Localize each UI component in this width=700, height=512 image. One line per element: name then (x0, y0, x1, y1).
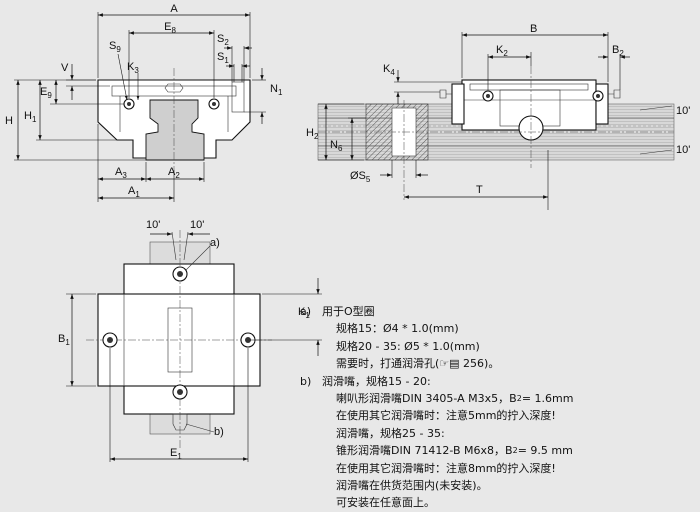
top-view: 10' 10' a) b) K1 B1 E1 (58, 219, 322, 462)
dim-V: V (61, 62, 69, 74)
dim-A2: A2 (168, 166, 180, 180)
note-a-marker: a) (300, 305, 312, 318)
note-a-line2: 规格15：Ø4 * 1.0(mm) (336, 322, 459, 336)
angle-10-lower-right: 10' (676, 144, 690, 156)
dim-T: T (476, 184, 483, 196)
footnotes: a) 用于O型圈 规格15：Ø4 * 1.0(mm) 规格20 - 35: Ø5… (300, 303, 690, 512)
dim-S5: ØS5 (350, 170, 371, 184)
dim-K3: K3 (127, 61, 139, 75)
dim-E1: E1 (170, 447, 182, 461)
angle-10-upper-right: 10' (676, 105, 690, 117)
dim-B: B (530, 23, 537, 35)
dim-H: H (5, 115, 13, 127)
note-b-line7: 润滑嘴在供货范围内(未安装)。 (336, 479, 488, 493)
dim-S1: S1 (217, 51, 229, 65)
dim-H1: H1 (24, 110, 37, 124)
callout-b: b) (214, 426, 224, 438)
dim-N1: N1 (270, 83, 283, 97)
dim-N6: N6 (330, 139, 343, 153)
angle-10-right: 10' (190, 219, 204, 231)
note-b-line3: 在使用其它润滑嘴时：注意5mm的拧入深度! (336, 409, 556, 423)
thread-hole (231, 81, 245, 113)
angle-10-left: 10' (146, 219, 160, 231)
side-view: B K2 B2 K4 H2 N6 ØS5 T (306, 23, 690, 210)
dim-S2: S2 (217, 33, 229, 47)
front-view: A E8 S9 K3 S2 S1 N1 V E9 (5, 3, 283, 202)
lube-nipple (172, 413, 188, 431)
lube-fitting-hex (164, 83, 184, 93)
dim-A3: A3 (115, 166, 127, 180)
dim-K4: K4 (383, 63, 395, 77)
dim-B1: B1 (58, 333, 70, 347)
dim-S9: S9 (109, 40, 121, 54)
note-b-marker: b) (300, 374, 312, 388)
dim-E8: E8 (164, 21, 176, 35)
note-a-line3: 规格20 - 35: Ø5 * 1.0(mm) (336, 339, 480, 353)
dim-H2: H2 (306, 127, 319, 141)
dim-B2: B2 (612, 44, 624, 58)
note-b-line1: b) 润滑嘴，规格15 - 20: (300, 373, 690, 390)
rail-profile (145, 99, 205, 161)
callout-a: a) (210, 237, 220, 249)
note-a-line1: a) 用于O型圈 (300, 303, 690, 320)
note-b-line8: 可安装在任意面上。 (336, 496, 435, 510)
note-b-line6: 在使用其它润滑嘴时：注意8mm的拧入深度! (336, 461, 556, 475)
note-b-line4: 润滑嘴，规格25 - 35: (336, 426, 445, 440)
dim-A: A (170, 3, 178, 15)
note-a-line4: 需要时，打通润滑孔(☞▤ 256)。 (336, 357, 500, 371)
dim-K2: K2 (496, 44, 508, 58)
dim-E9: E9 (40, 86, 52, 100)
dim-A1: A1 (128, 185, 140, 199)
dim-K1: K1 (298, 306, 310, 320)
